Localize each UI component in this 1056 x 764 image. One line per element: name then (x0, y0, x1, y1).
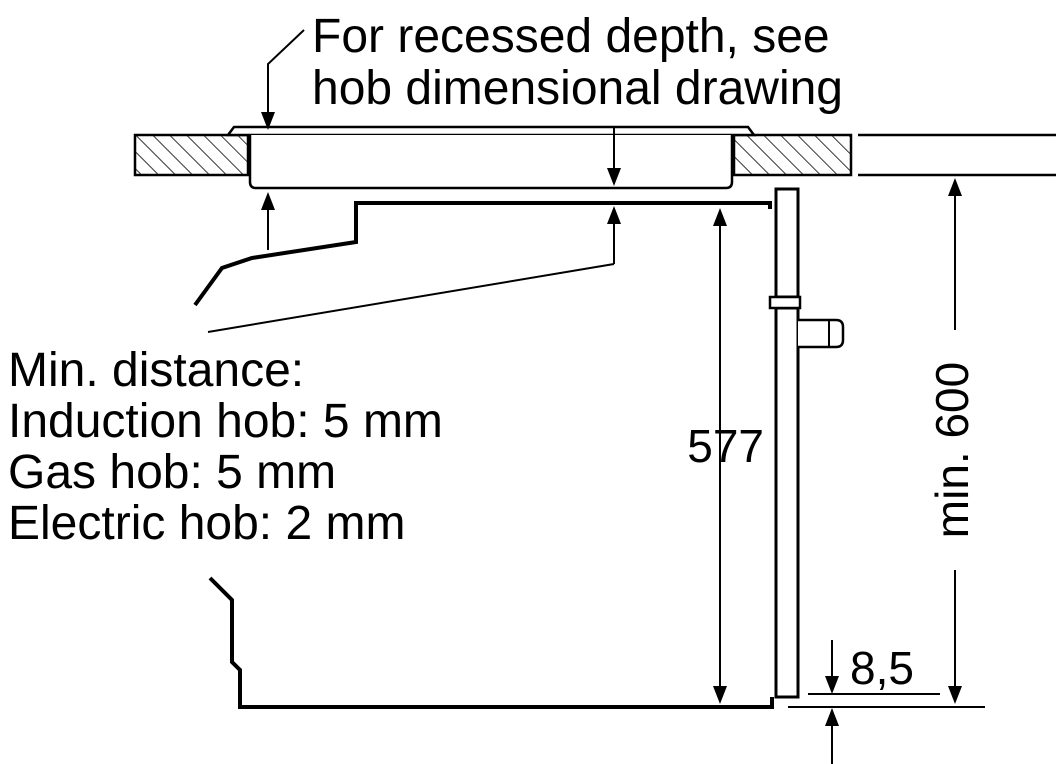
oven-door-lower (774, 306, 800, 699)
oven-height-label: 577 (687, 420, 764, 472)
hob (225, 125, 757, 190)
worktop (133, 133, 1056, 177)
niche-height-dimension (948, 178, 962, 704)
min-distance-arrows (207, 127, 621, 333)
callout-line-1: For recessed depth, see (312, 10, 830, 63)
control-knob (798, 318, 845, 349)
door-hinge (768, 295, 802, 310)
callout-line-2: hob dimensional drawing (312, 62, 843, 115)
min-distance-induction: Induction hob: 5 mm (8, 395, 443, 448)
hob-rim (225, 125, 757, 137)
min-distance-heading: Min. distance: (8, 344, 304, 397)
worktop-left-section (133, 133, 250, 177)
niche-height-label: min. 600 (926, 362, 978, 538)
worktop-right-section (732, 133, 853, 177)
oven-bottom-outline (208, 576, 774, 709)
hob-body (248, 135, 734, 190)
bottom-offset-label: 8,5 (850, 642, 914, 694)
oven-height-dimension (713, 208, 727, 704)
min-distance-electric: Electric hob: 2 mm (8, 497, 405, 550)
oven (193, 187, 845, 709)
min-distance-gas: Gas hob: 5 mm (8, 446, 336, 499)
oven-top-outline (193, 201, 772, 307)
oven-door-upper (774, 187, 800, 299)
recess-callout-leader (261, 29, 305, 130)
bottom-offset-dimension (788, 640, 985, 764)
